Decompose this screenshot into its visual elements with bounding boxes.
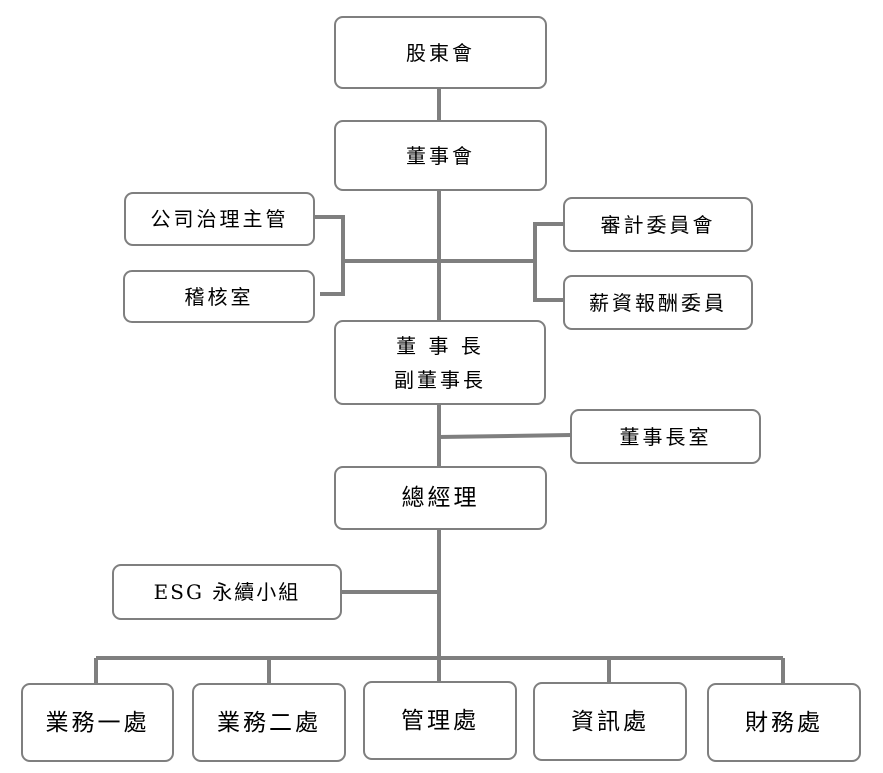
board-box: 董事會: [334, 120, 547, 191]
shareholders-box: 股東會: [334, 16, 547, 89]
department-label-2: 業務二處: [217, 709, 321, 736]
department-label-5: 財務處: [745, 709, 823, 736]
board-label: 董事會: [406, 143, 475, 168]
vice-chairman-label: 副董事長: [394, 367, 486, 392]
governance-officer-label: 公司治理主管: [150, 207, 289, 231]
chairman-office-box: 董事長室: [570, 409, 761, 464]
shareholders-label: 股東會: [406, 40, 475, 65]
general-manager-box: 總經理: [334, 466, 547, 530]
audit-office-box: 稽核室: [123, 270, 315, 323]
department-box-5: 財務處: [707, 683, 861, 762]
department-box-3: 管理處: [363, 681, 517, 760]
department-box-1: 業務一處: [21, 683, 174, 762]
esg-group-label: ESG 永續小組: [153, 580, 301, 604]
general-manager-label: 總經理: [401, 485, 480, 511]
connector-governance: [313, 215, 345, 296]
department-label-1: 業務一處: [45, 709, 150, 736]
audit-committee-box: 審計委員會: [563, 197, 753, 252]
connector-chairman-office: [438, 433, 572, 439]
remuneration-committee-box: 薪資報酬委員: [563, 275, 753, 330]
remuneration-committee-label: 薪資報酬委員: [589, 290, 727, 315]
department-box-2: 業務二處: [192, 683, 346, 762]
department-label-3: 管理處: [401, 707, 479, 734]
chairman-box: 董 事 長 副董事長: [334, 320, 546, 405]
chairman-label: 董 事 長: [396, 333, 484, 358]
esg-group-box: ESG 永續小組: [112, 564, 342, 620]
department-box-4: 資訊處: [533, 682, 687, 761]
chairman-office-label: 董事長室: [619, 424, 712, 449]
connector-committees: [533, 222, 563, 302]
audit-committee-label: 審計委員會: [600, 212, 716, 237]
audit-office-label: 稽核室: [184, 284, 254, 309]
governance-officer-box: 公司治理主管: [124, 192, 315, 246]
department-label-4: 資訊處: [571, 708, 649, 735]
